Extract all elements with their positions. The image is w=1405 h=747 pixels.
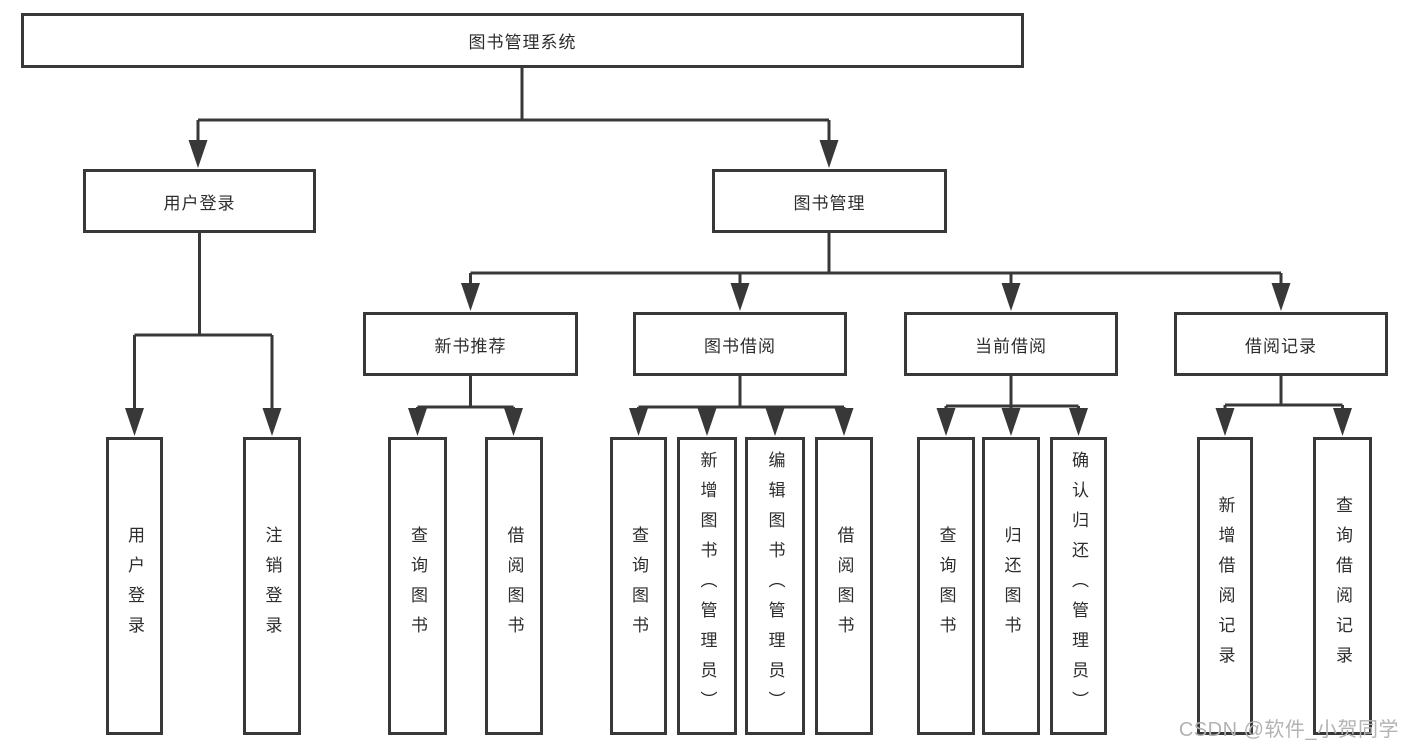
node-br-query-record: 查询借阅记录	[1313, 437, 1372, 735]
node-label: 用户登录	[125, 526, 144, 646]
node-label: 图书借阅	[704, 336, 776, 356]
node-cb-return-book: 归还图书	[982, 437, 1040, 735]
node-book-management: 图书管理	[712, 169, 947, 233]
node-bb-query-book: 查询图书	[610, 437, 667, 735]
csdn-watermark: CSDN @软件_小贺同学	[1178, 719, 1399, 741]
node-label: 当前借阅	[975, 336, 1047, 356]
node-label: 借阅记录	[1245, 336, 1317, 356]
node-cb-confirm-return: 确认归还（管理员）	[1050, 437, 1107, 735]
node-system-root: 图书管理系统	[21, 13, 1024, 68]
node-label: 编辑图书（管理员）	[765, 451, 785, 721]
node-label: 确认归还（管理员）	[1069, 451, 1088, 721]
node-label: 借阅图书	[504, 526, 524, 646]
node-borrow-records: 借阅记录	[1174, 312, 1388, 376]
node-label: 归还图书	[1001, 526, 1021, 646]
node-book-borrow: 图书借阅	[633, 312, 847, 376]
node-label: 新书推荐	[434, 336, 507, 356]
node-user-login: 用户登录	[83, 169, 316, 233]
node-bb-edit-book: 编辑图书（管理员）	[745, 437, 805, 735]
node-label: 图书管理	[793, 193, 866, 213]
node-label: 查询图书	[629, 526, 648, 646]
node-label: 新增借阅记录	[1215, 496, 1235, 676]
node-label: 新增图书（管理员）	[697, 451, 717, 721]
node-br-add-record: 新增借阅记录	[1197, 437, 1253, 735]
node-label: 注销登录	[262, 526, 282, 646]
node-label: 查询借阅记录	[1333, 496, 1352, 676]
node-label: 查询图书	[936, 526, 956, 646]
node-bb-borrow-book: 借阅图书	[815, 437, 873, 735]
arrowheads	[125, 140, 1352, 436]
node-label: 借阅图书	[834, 526, 854, 646]
node-new-book-recommend: 新书推荐	[363, 312, 578, 376]
node-label: 查询图书	[408, 526, 427, 646]
node-cb-query-book: 查询图书	[917, 437, 975, 735]
node-label: 图书管理系统	[468, 33, 577, 52]
node-ul-logout: 注销登录	[243, 437, 301, 735]
node-bb-add-book: 新增图书（管理员）	[677, 437, 737, 735]
node-ul-user-login: 用户登录	[106, 437, 163, 735]
node-label: 用户登录	[163, 193, 236, 213]
node-nb-borrow-book: 借阅图书	[485, 437, 543, 735]
node-nb-query-book: 查询图书	[388, 437, 447, 735]
node-current-borrow: 当前借阅	[904, 312, 1118, 376]
